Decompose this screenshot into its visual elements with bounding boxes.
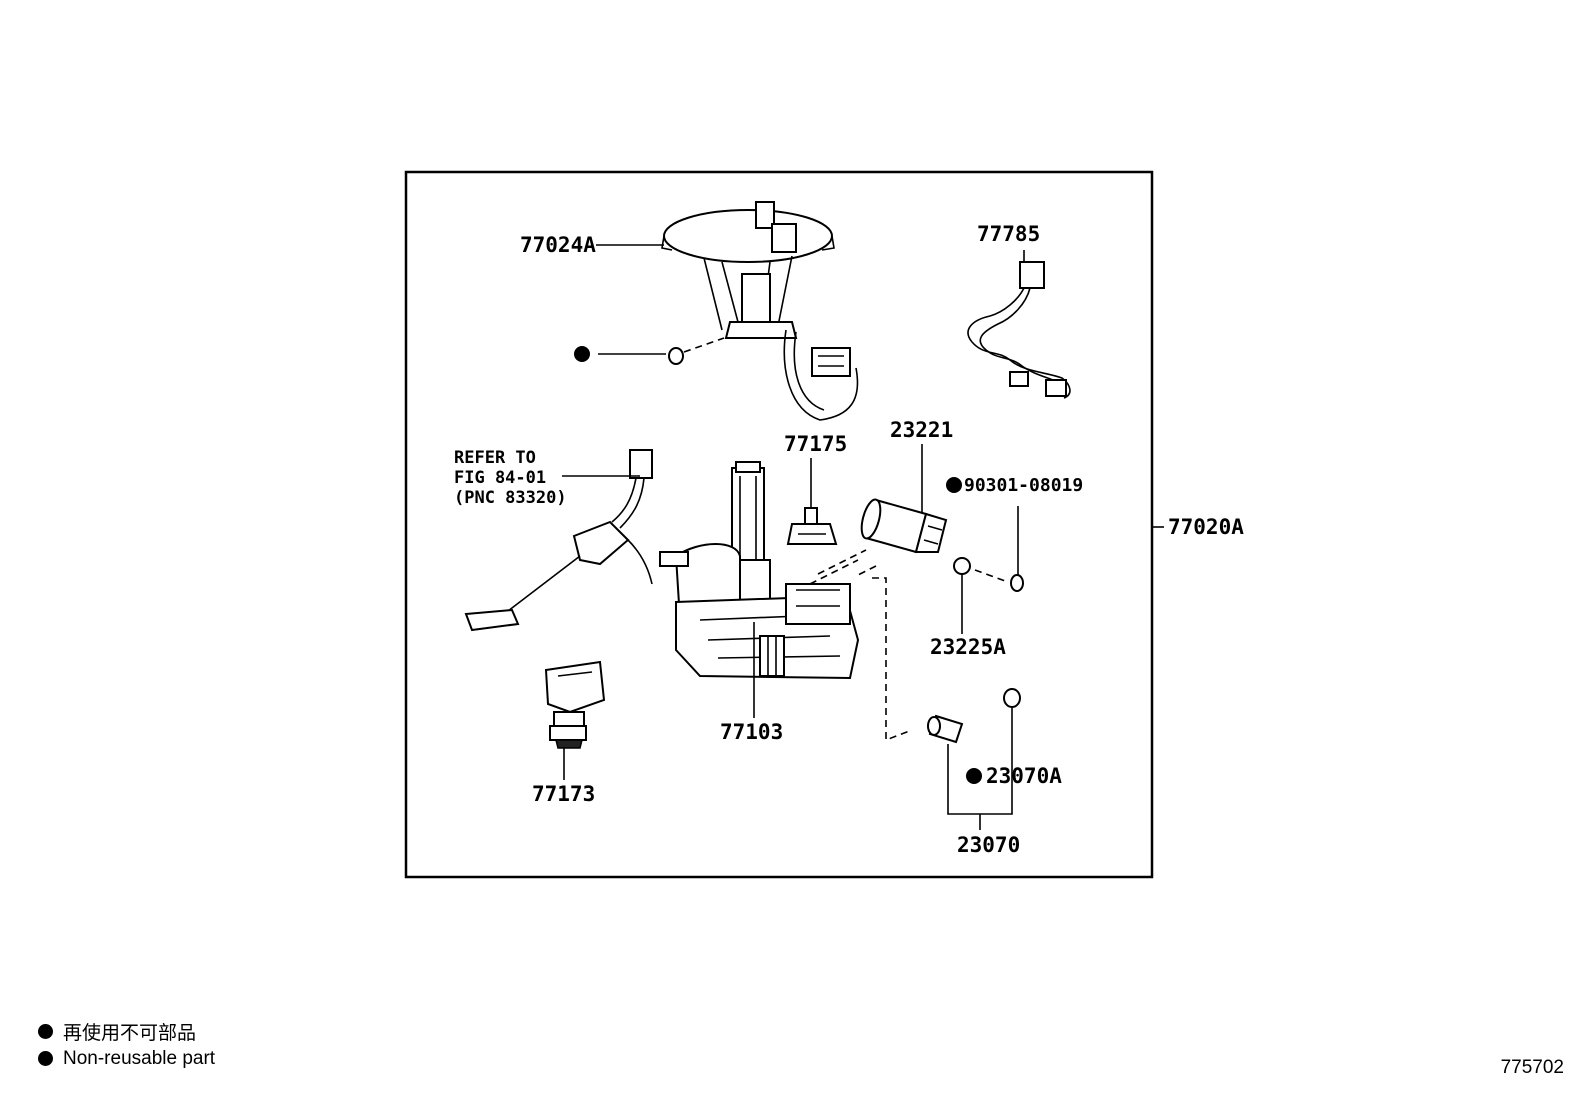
assembly-frame bbox=[404, 170, 1154, 879]
label-77175[interactable]: 77175 bbox=[784, 432, 847, 456]
refer-to-line-3[interactable]: (PNC 83320) bbox=[454, 488, 567, 508]
label-77103[interactable]: 77103 bbox=[720, 720, 783, 744]
fuel-sender-gauge-drawing[interactable] bbox=[464, 449, 653, 632]
part-77024A-drawing[interactable] bbox=[661, 201, 859, 421]
legend-row-japanese: 再使用不可部品 bbox=[38, 1018, 215, 1045]
label-90301-08019[interactable]: 90301-08019 bbox=[964, 475, 1083, 496]
part-23070-drawing[interactable] bbox=[927, 688, 1021, 744]
non-reusable-marker-icon bbox=[946, 477, 962, 493]
illustration-code: 775702 bbox=[1500, 1057, 1564, 1078]
label-23221[interactable]: 23221 bbox=[890, 418, 953, 442]
filled-circle-icon bbox=[38, 1024, 53, 1039]
part-77785-drawing[interactable] bbox=[967, 261, 1071, 399]
legend-text-japanese: 再使用不可部品 bbox=[63, 1023, 197, 1044]
part-77175-drawing[interactable] bbox=[786, 507, 838, 545]
part-23225A-drawing[interactable] bbox=[953, 557, 971, 575]
part-90301-08019-drawing[interactable] bbox=[1010, 574, 1024, 592]
legend-text-english: Non-reusable part bbox=[63, 1047, 216, 1069]
label-77173[interactable]: 77173 bbox=[532, 782, 595, 806]
refer-to-line-2[interactable]: FIG 84-01 bbox=[454, 468, 546, 488]
legend-row-english: Non-reusable part bbox=[38, 1045, 215, 1072]
legend: 再使用不可部品 Non-reusable part bbox=[38, 1018, 215, 1072]
label-77024A[interactable]: 77024A bbox=[520, 233, 596, 257]
label-77020A[interactable]: 77020A bbox=[1168, 515, 1244, 539]
part-23221-drawing[interactable] bbox=[858, 498, 948, 554]
part-77173-drawing[interactable] bbox=[544, 660, 606, 749]
label-23070[interactable]: 23070 bbox=[957, 833, 1020, 857]
part-77103-drawing[interactable] bbox=[659, 461, 860, 680]
flange-o-ring[interactable] bbox=[668, 347, 684, 365]
filled-circle-icon bbox=[38, 1051, 53, 1066]
non-reusable-marker-icon bbox=[966, 768, 982, 784]
label-23070A[interactable]: 23070A bbox=[986, 764, 1062, 788]
non-reusable-marker-icon bbox=[574, 346, 590, 362]
refer-to-line-1[interactable]: REFER TO bbox=[454, 448, 536, 468]
label-23225A[interactable]: 23225A bbox=[930, 635, 1006, 659]
label-77785[interactable]: 77785 bbox=[977, 222, 1040, 246]
